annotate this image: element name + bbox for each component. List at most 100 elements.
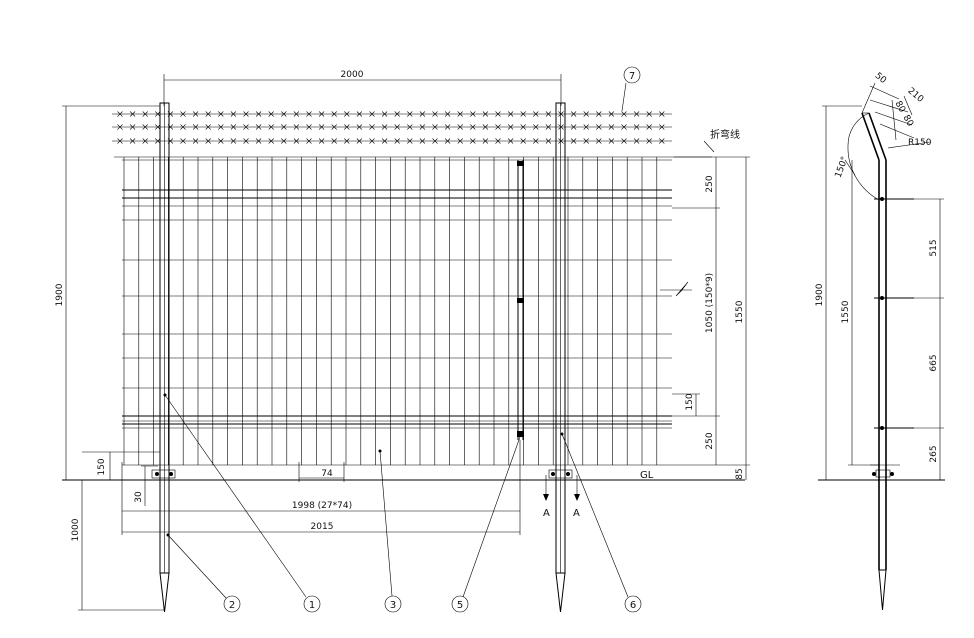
- side-left-dims: 1900 1550: [815, 105, 880, 480]
- barb-mark: [205, 111, 211, 117]
- svg-text:A: A: [543, 508, 550, 519]
- barb-mark: [381, 124, 388, 130]
- barb-marks: [117, 111, 665, 144]
- barb-mark: [545, 124, 552, 130]
- svg-text:2015: 2015: [311, 522, 334, 532]
- barb-mark: [356, 111, 363, 117]
- svg-text:80: 80: [893, 100, 908, 115]
- barb-mark: [356, 124, 363, 130]
- svg-text:1050 (150*9): 1050 (150*9): [705, 273, 715, 333]
- svg-text:30: 30: [134, 491, 144, 503]
- barb-mark: [520, 111, 526, 117]
- section-a-markers: A A: [543, 475, 580, 519]
- barb-mark: [495, 111, 501, 117]
- barb-mark: [356, 138, 363, 144]
- svg-text:250: 250: [705, 175, 715, 192]
- barb-mark: [180, 124, 186, 130]
- barb-mark: [545, 138, 552, 144]
- barb-mark: [180, 111, 186, 117]
- barb-mark: [331, 138, 337, 144]
- svg-text:1900: 1900: [55, 283, 65, 306]
- barb-mark: [369, 124, 375, 130]
- barb-mark: [457, 138, 463, 144]
- barb-mark: [482, 111, 489, 117]
- svg-text:210: 210: [905, 86, 925, 105]
- svg-text:250: 250: [705, 432, 715, 449]
- mesh-bends: [122, 189, 672, 425]
- barb-mark: [205, 138, 211, 144]
- svg-text:1900: 1900: [815, 283, 825, 306]
- barb-mark: [646, 111, 652, 117]
- barb-mark: [142, 111, 148, 117]
- barb-mark: [457, 124, 463, 130]
- dim-1998: 1998 (27*74): [121, 440, 521, 535]
- side-wire-clips: [870, 197, 914, 478]
- barb-mark: [344, 111, 350, 117]
- barb-mark: [558, 111, 564, 117]
- svg-text:1550: 1550: [841, 300, 851, 323]
- clamp-strip: [517, 160, 524, 440]
- barb-mark: [117, 124, 123, 130]
- barb-mark: [470, 138, 476, 144]
- barb-mark: [293, 124, 300, 130]
- mesh-panel: [122, 157, 672, 466]
- barb-mark: [243, 138, 249, 144]
- barb-mark: [419, 124, 426, 130]
- barb-mark: [407, 138, 413, 144]
- barb-mark: [583, 138, 589, 144]
- barb-mark: [470, 124, 476, 130]
- side-view: 50 210 80 80 R150 150° 1900 1550 515 665: [815, 71, 945, 611]
- barb-mark: [344, 124, 350, 130]
- barb-mark: [432, 138, 438, 144]
- svg-text:1998 (27*74): 1998 (27*74): [292, 501, 352, 511]
- svg-text:150: 150: [685, 393, 695, 410]
- barb-mark: [268, 124, 274, 130]
- barb-mark: [218, 124, 224, 130]
- barb-mark: [558, 138, 564, 144]
- barb-mark: [507, 111, 514, 117]
- barb-mark: [155, 124, 161, 130]
- barb-mark: [205, 124, 211, 130]
- svg-text:80: 80: [901, 114, 916, 129]
- barb-mark: [117, 111, 123, 117]
- barb-mark: [596, 111, 602, 117]
- mesh-vertical-wires: [123, 157, 658, 465]
- svg-text:1000: 1000: [71, 518, 81, 541]
- barb-mark: [129, 111, 136, 117]
- svg-text:265: 265: [929, 445, 939, 462]
- barb-mark: [583, 124, 589, 130]
- barb-mark: [608, 111, 615, 117]
- dim-total-height: 1900: [55, 105, 160, 480]
- barb-mark: [155, 111, 161, 117]
- barb-mark: [596, 138, 602, 144]
- left-post: [151, 102, 176, 613]
- barb-mark: [306, 124, 312, 130]
- barb-mark: [457, 111, 463, 117]
- barb-mark: [570, 138, 577, 144]
- callout-5: 5: [457, 600, 463, 611]
- dim-top-width: 2000: [163, 70, 562, 106]
- barb-mark: [633, 124, 640, 130]
- barb-mark: [318, 124, 325, 130]
- barb-mark: [293, 138, 300, 144]
- dim-1000: 1000: [71, 480, 164, 611]
- barb-mark: [268, 111, 274, 117]
- barb-mark: [243, 111, 249, 117]
- fold-line-label: 折弯线: [710, 128, 740, 141]
- mesh-horizontal-wires: [122, 159, 672, 466]
- barb-mark: [192, 138, 199, 144]
- barb-mark: [495, 138, 501, 144]
- barb-mark: [180, 138, 186, 144]
- barb-mark: [394, 111, 400, 117]
- dim-right: 250 1050 (150*9) 1550 150 250 85: [660, 156, 750, 480]
- barb-mark: [281, 124, 287, 130]
- barb-mark: [281, 111, 287, 117]
- barb-mark: [306, 111, 312, 117]
- barb-mark: [394, 124, 400, 130]
- barb-mark: [507, 124, 514, 130]
- barb-mark: [331, 111, 337, 117]
- svg-text:50: 50: [873, 71, 888, 86]
- callout-6: 7: [629, 71, 635, 82]
- barb-mark: [608, 124, 615, 130]
- barb-mark: [381, 138, 388, 144]
